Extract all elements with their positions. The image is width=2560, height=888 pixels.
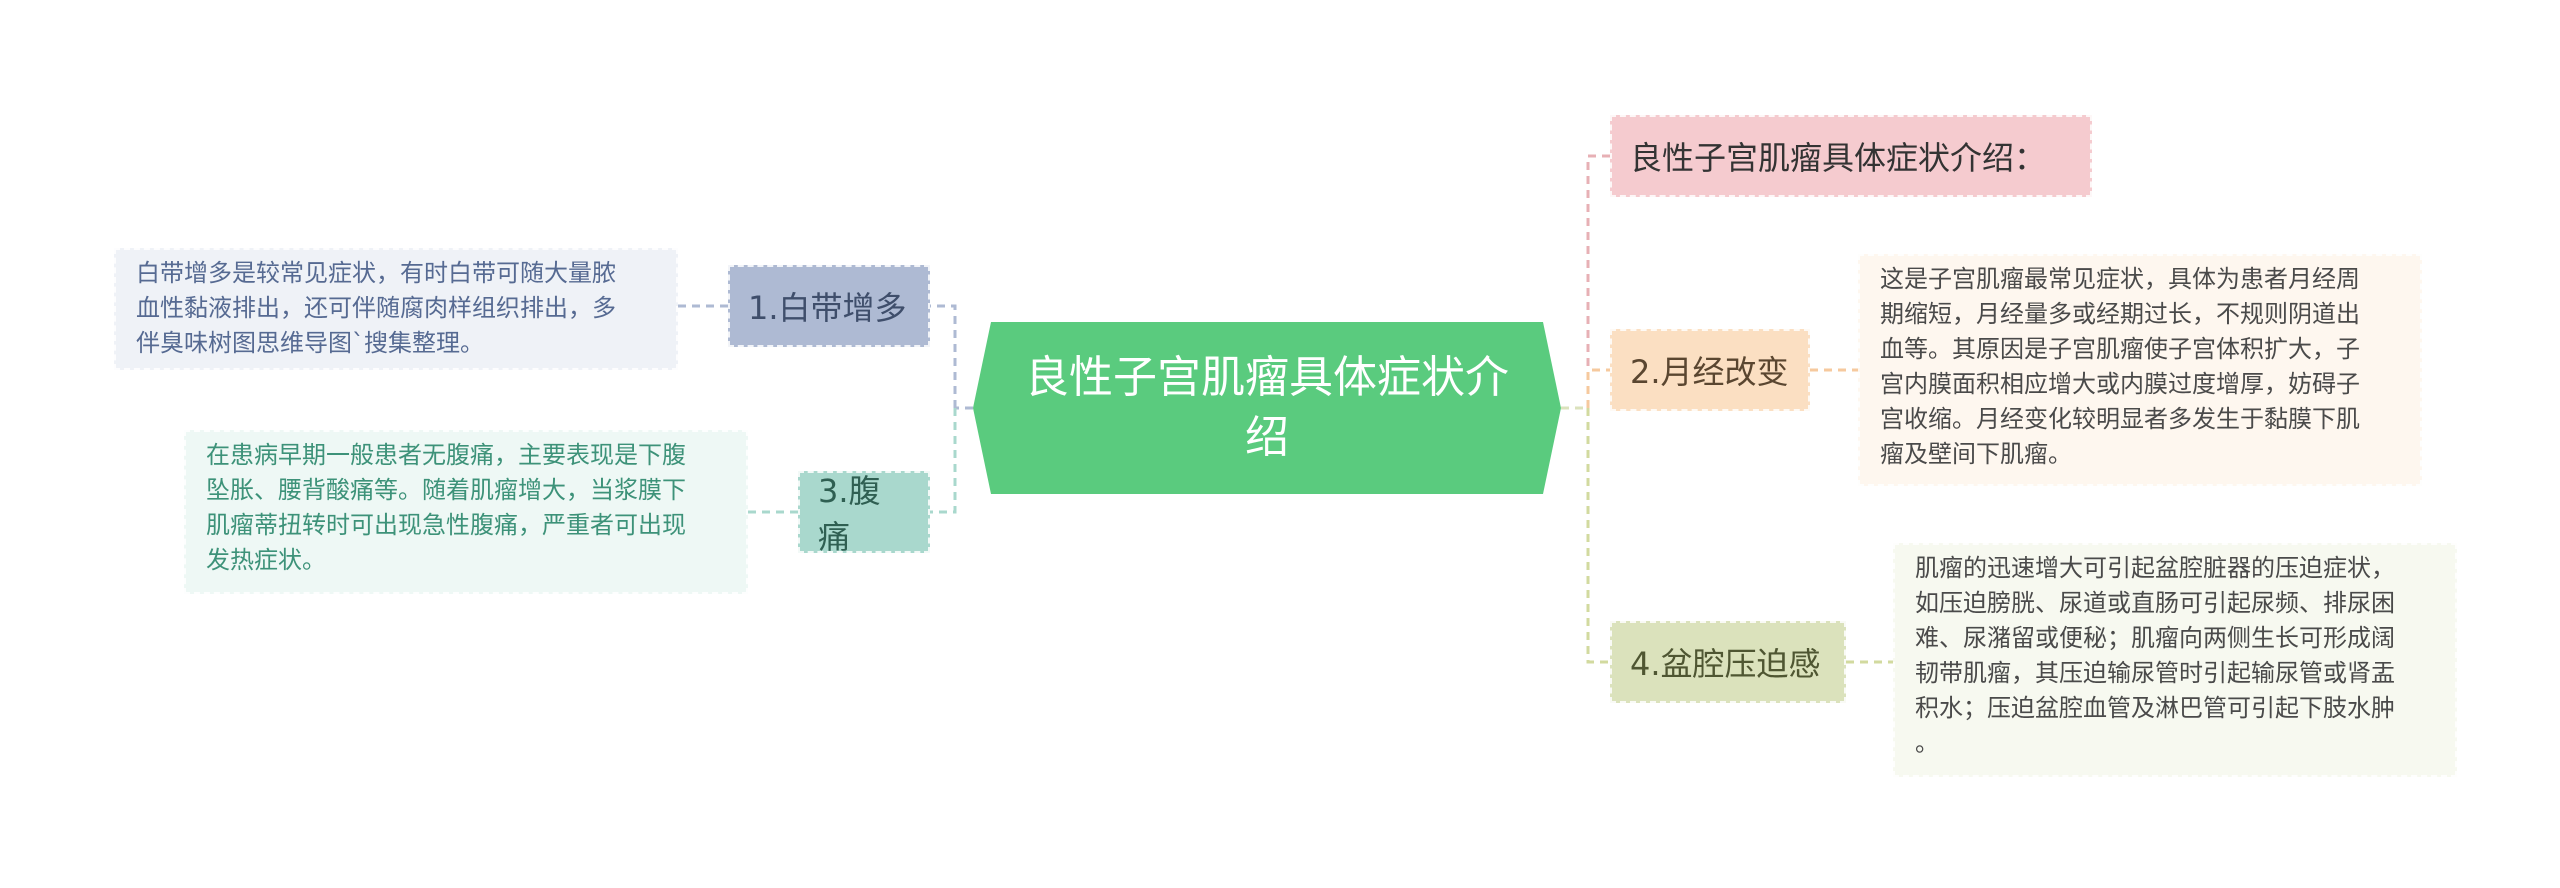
center-topic[interactable]: 良性子宫肌瘤具体症状介绍 — [973, 322, 1561, 494]
desc-item-1-text: 白带增多是较常见症状，有时白带可随大量脓 血性黏液排出，还可伴随腐肉样组织排出，… — [136, 259, 616, 357]
topic-item-4[interactable]: 4.盆腔压迫感 — [1610, 621, 1846, 703]
topic-item-1[interactable]: 1.白带增多 — [728, 265, 930, 347]
topic-item-2-label: 2.月经改变 — [1630, 353, 1789, 391]
desc-item-4[interactable]: 肌瘤的迅速增大可引起盆腔脏器的压迫症状， 如压迫膀胱、尿道或直肠可引起尿频、排尿… — [1893, 543, 2457, 777]
connector-item1 — [930, 304, 957, 408]
desc-item-4-text: 肌瘤的迅速增大可引起盆腔脏器的压迫症状， 如压迫膀胱、尿道或直肠可引起尿频、排尿… — [1915, 554, 2395, 757]
title-topic[interactable]: 良性子宫肌瘤具体症状介绍： — [1610, 115, 2092, 197]
connector-title — [1586, 154, 1610, 408]
connector-item4 — [1586, 408, 1610, 664]
desc-item-3[interactable]: 在患病早期一般患者无腹痛，主要表现是下腹 坠胀、腰背酸痛等。随着肌瘤增大，当浆膜… — [184, 430, 748, 594]
topic-item-2[interactable]: 2.月经改变 — [1610, 329, 1810, 411]
center-topic-label: 良性子宫肌瘤具体症状介绍 — [1025, 352, 1509, 463]
desc-item-2[interactable]: 这是子宫肌瘤最常见症状，具体为患者月经周 期缩短，月经量多或经期过长，不规则阴道… — [1858, 254, 2422, 486]
connector-item3 — [930, 408, 957, 514]
title-topic-label: 良性子宫肌瘤具体症状介绍： — [1630, 139, 2047, 177]
desc-item-3-text: 在患病早期一般患者无腹痛，主要表现是下腹 坠胀、腰背酸痛等。随着肌瘤增大，当浆膜… — [206, 441, 686, 574]
connector-item2 — [1586, 368, 1610, 408]
topic-item-3-label: 3.腹痛 — [818, 472, 881, 556]
topic-item-1-label: 1.白带增多 — [748, 289, 907, 327]
desc-item-2-text: 这是子宫肌瘤最常见症状，具体为患者月经周 期缩短，月经量多或经期过长，不规则阴道… — [1880, 265, 2360, 468]
topic-item-3[interactable]: 3.腹痛 — [798, 471, 930, 556]
desc-item-1[interactable]: 白带增多是较常见症状，有时白带可随大量脓 血性黏液排出，还可伴随腐肉样组织排出，… — [114, 248, 678, 370]
topic-item-4-label: 4.盆腔压迫感 — [1630, 645, 1821, 683]
